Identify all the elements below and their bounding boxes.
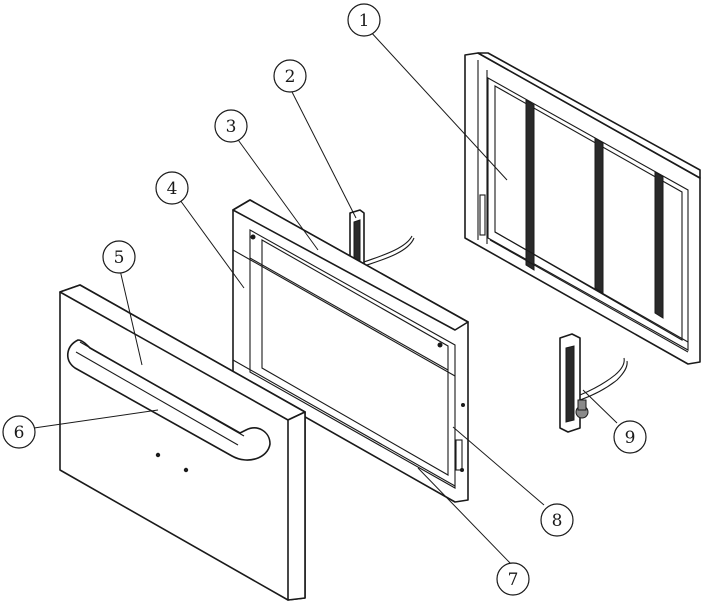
leader-2 — [289, 87, 357, 219]
callout-8: 8 — [540, 503, 574, 537]
callout-9-label: 9 — [625, 428, 636, 448]
callout-9-circle — [613, 420, 647, 454]
callout-4-circle — [155, 171, 189, 205]
lower-hinge — [559, 333, 628, 433]
outer-door-panel — [59, 284, 306, 601]
callout-8-circle — [540, 503, 574, 537]
leader-5 — [119, 269, 143, 366]
leader-3 — [235, 136, 319, 251]
upper-hinge — [349, 209, 415, 272]
callout-4: 4 — [155, 171, 189, 205]
leader-lines — [33, 29, 618, 565]
callout-1-circle — [347, 3, 381, 37]
callout-6: 6 — [2, 415, 36, 449]
callout-2-label: 2 — [285, 67, 296, 87]
callout-2: 2 — [273, 59, 307, 93]
callout-9: 9 — [613, 420, 647, 454]
leader-9 — [582, 389, 618, 424]
callout-6-circle — [2, 415, 36, 449]
callout-1-label: 1 — [359, 11, 370, 31]
callout-7-label: 7 — [508, 570, 519, 590]
callout-3-circle — [214, 109, 248, 143]
leader-7 — [417, 467, 512, 565]
leader-8 — [452, 426, 545, 506]
callout-2-circle — [273, 59, 307, 93]
callout-7-circle — [496, 562, 530, 596]
callout-3: 3 — [214, 109, 248, 143]
callout-7: 7 — [496, 562, 530, 596]
rear-window-frame — [464, 52, 701, 365]
leader-4 — [179, 199, 245, 289]
leader-1 — [368, 29, 508, 181]
callout-4-label: 4 — [167, 179, 178, 199]
callout-5: 5 — [102, 240, 136, 274]
inner-door-frame — [232, 199, 469, 503]
callout-1: 1 — [347, 3, 381, 37]
callout-8-label: 8 — [552, 511, 563, 531]
callout-3-label: 3 — [226, 117, 237, 137]
callout-5-label: 5 — [114, 248, 125, 268]
callout-5-circle — [102, 240, 136, 274]
leader-6 — [33, 409, 159, 429]
callout-6-label: 6 — [14, 423, 25, 443]
